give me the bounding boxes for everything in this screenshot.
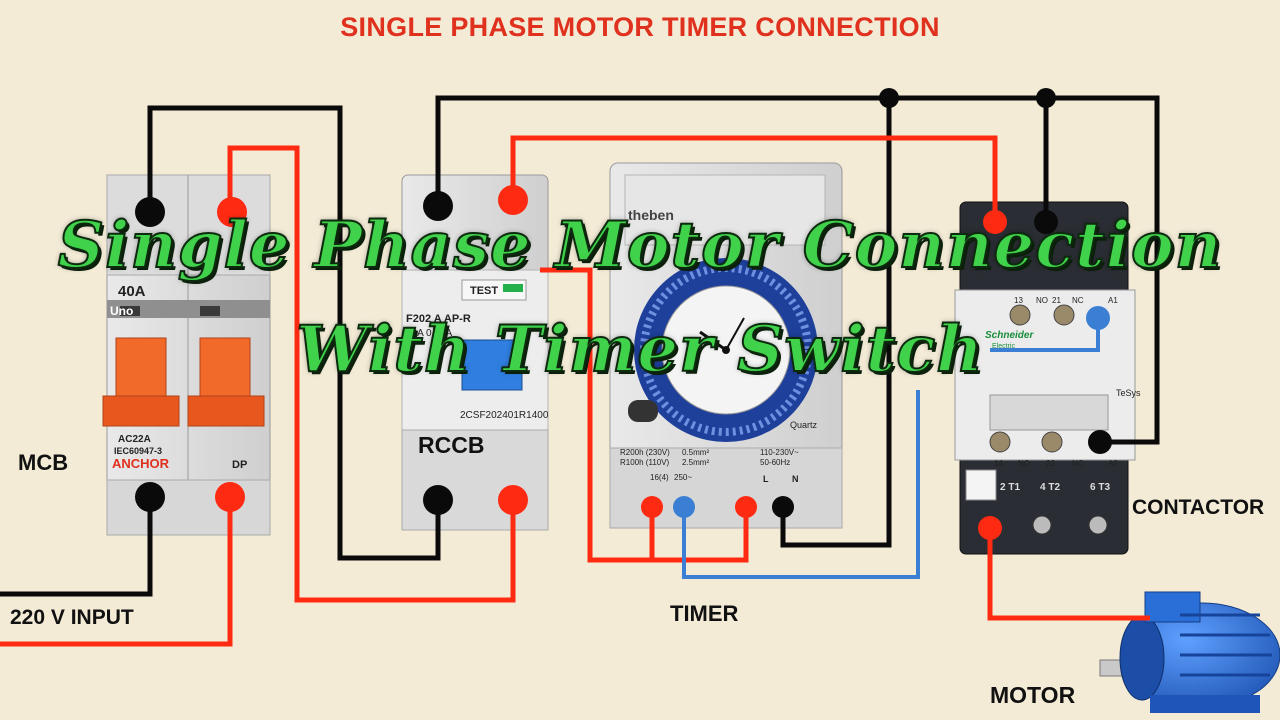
motor-icon [1099,591,1280,713]
mcb-brand-top: Uno [110,304,133,318]
timer-spec8: 250~ [674,473,692,482]
live-wires [0,135,1150,647]
rccb-code: 2CSF202401R1400 [460,410,549,421]
rccb-rating: 40A 0.03A [406,328,452,339]
contactor-load-term-3: 6 T3 [1090,482,1110,493]
contactor-top-term-5: A1 [1108,296,1118,305]
contactor-top-term-2: NO [1036,296,1048,305]
contactor-bottom-term-5: A2 [1108,459,1118,468]
contactor-series: TeSys [1116,388,1141,398]
label-mcb: MCB [18,450,69,475]
contactor-top-screws [1009,304,1075,326]
timer-brand: theben [628,207,674,223]
label-rccb: RCCB [418,432,485,458]
contactor-top-term-4: NC [1072,296,1084,305]
mcb-handle-right [187,337,265,427]
timer-spec6: 50-60Hz [760,458,790,467]
contactor-load-term-2: 4 T2 [1040,482,1060,493]
label-timer: TIMER [670,601,739,626]
contactor-device [954,201,1136,555]
contactor-bottom-term-4: NC [1072,459,1084,468]
clock-dial-icon [634,258,818,442]
timer-spec3: 0.5mm² [682,448,709,457]
overlay-headline-line1: Single Phase Motor Connection [57,207,1223,284]
contactor-top-term-1: 13 [1014,296,1023,305]
contactor-bottom-term-2: NO [1018,459,1030,468]
timer-device [609,162,843,529]
mcb-rating: 40A [118,283,146,300]
neutral-wires [0,95,1160,597]
terminal-dot-icon [135,88,1112,540]
timer-spec7: 16(4) [650,473,669,482]
mcb-handle-left [102,337,180,427]
timer-spec5: 110-230V~ [760,448,799,457]
mcb-brand: ANCHOR [112,456,170,471]
timer-spec2: R100h (110V) [620,458,670,467]
contactor-load-term-1: 2 T1 [1000,482,1020,493]
rccb-device [401,174,549,531]
diagram-title: SINGLE PHASE MOTOR TIMER CONNECTION [340,12,940,42]
contactor-bottom-term-1: 14 [994,459,1003,468]
label-input: 220 V INPUT [10,606,134,629]
contactor-bottom-screws [989,431,1063,453]
label-contactor: CONTACTOR [1132,496,1265,519]
mcb-spec2: IEC60947-3 [114,446,162,456]
rccb-model: F202 A AP-R [406,313,471,325]
mcb-device [102,174,271,536]
contactor-sub: Electric [992,343,1015,350]
mcb-spec1: AC22A [118,434,151,445]
label-motor: MOTOR [990,682,1076,708]
timer-term-n: N [792,474,799,484]
mcb-pole: DP [232,459,247,471]
contactor-top-term-3: 21 [1052,296,1061,305]
timer-term-l: L [763,474,769,484]
rccb-test: TEST [470,285,498,297]
overlay-headline-line2: With Timer Switch [295,311,984,388]
contactor-brand: Schneider [985,330,1034,341]
timer-footer: Quartz [790,420,818,430]
contactor-bottom-term-3: 22 [1046,459,1055,468]
timer-spec4: 2.5mm² [682,458,709,467]
contactor-load-screws [1032,515,1108,535]
timer-spec1: R200h (230V) [620,448,670,457]
